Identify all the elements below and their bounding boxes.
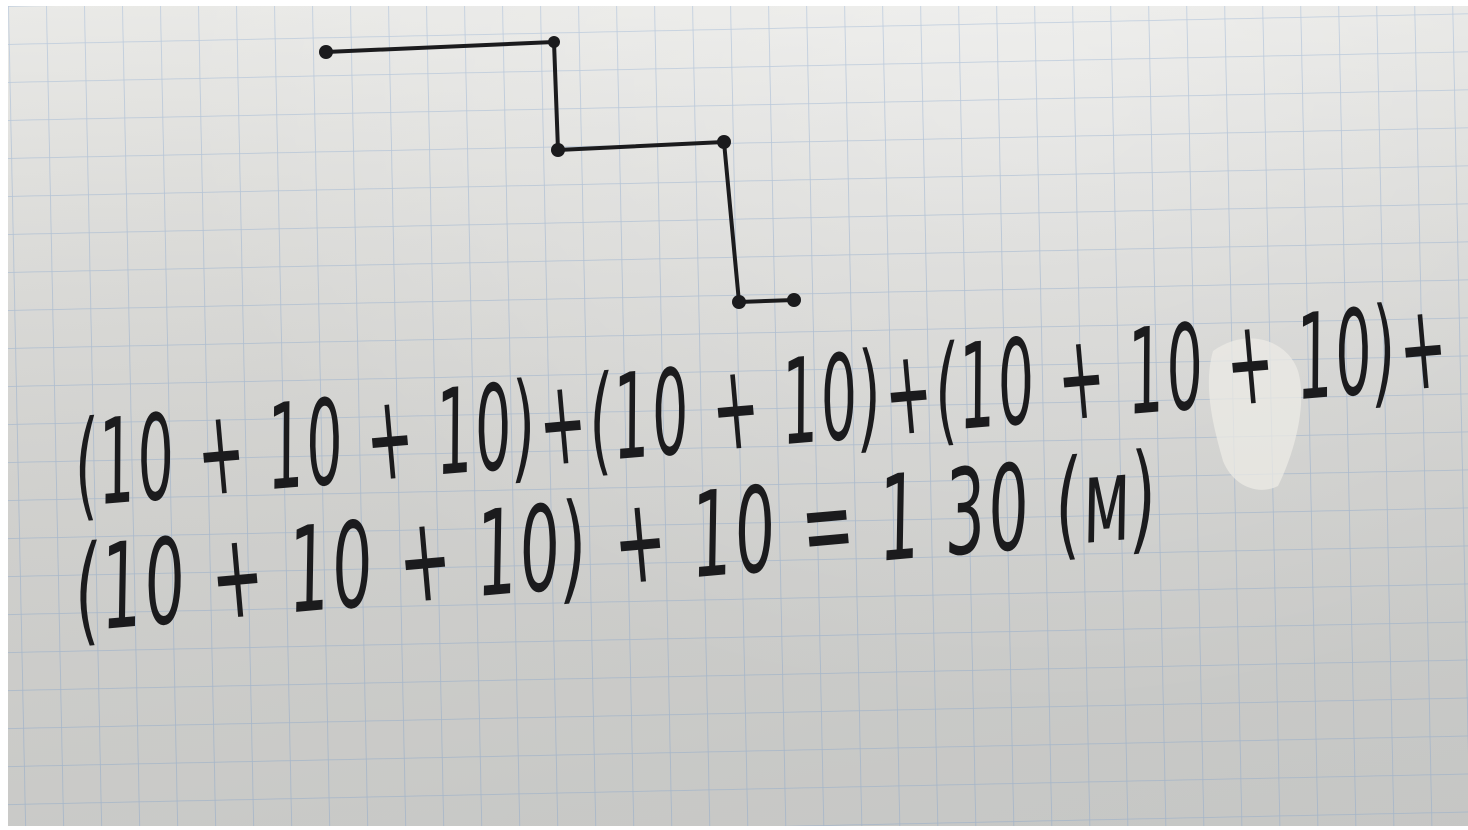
glue-residue <box>1208 338 1302 490</box>
stepped-path-drawing <box>324 40 796 304</box>
notebook-photo: (10 + 10 + 10)+(10 + 10)+(10 + 10 + 10)+… <box>8 6 1468 826</box>
vertex-dot <box>548 36 560 48</box>
vertex-dot <box>787 293 801 307</box>
vertex-dot <box>717 135 731 149</box>
vertex-dot <box>319 45 333 59</box>
notebook-page: (10 + 10 + 10)+(10 + 10)+(10 + 10 + 10)+… <box>8 6 1468 826</box>
vertex-dot <box>551 143 565 157</box>
vertex-dot <box>732 295 746 309</box>
path-vertices <box>319 36 801 309</box>
